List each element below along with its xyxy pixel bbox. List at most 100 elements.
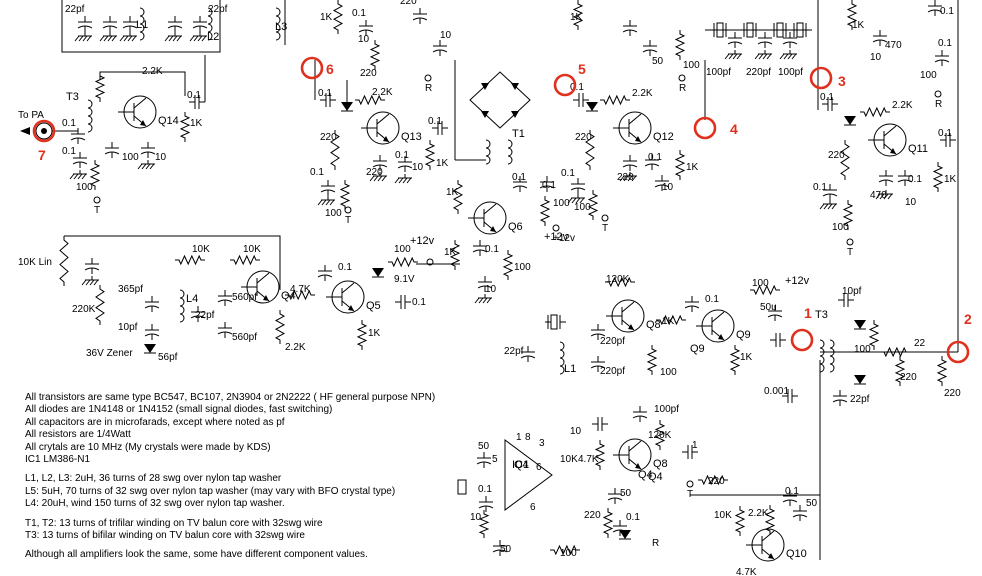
ground-symbol [831,203,837,210]
resistor-symbol [285,289,315,301]
component-label: 2.2K [748,508,769,519]
emitter-arrow [263,295,269,301]
transistor-label: Q4 [281,290,296,302]
capacitor-symbol [590,333,606,337]
emitter-arrow [348,305,354,311]
component-label: 220 [366,167,383,178]
component-label: 100 [752,278,769,289]
component-label: Q4 [648,471,663,483]
ground-symbol [474,297,480,304]
ground-symbol [402,177,408,184]
transistor-label: Q6 [508,221,523,233]
resistor-symbol [452,180,464,214]
component-label: 100 [76,182,93,193]
ground-symbol [81,279,87,286]
transistor-label: Q14 [158,115,179,127]
capacitor-symbol [477,285,493,289]
component-label: 10 [412,162,424,173]
capacitor-symbol [140,151,156,155]
transistor-symbol [473,201,507,235]
ground-symbol [145,163,151,170]
capacitor-symbol [622,29,638,33]
component-label: 100 [832,222,849,233]
resistor-symbol [330,130,340,170]
ground-symbol [164,35,170,42]
component-label: 6 [536,462,542,473]
component-label: 8 [525,432,531,443]
component-label: R [652,538,659,549]
component-label: 10K [192,244,210,255]
ground-symbol [762,53,768,60]
component-label: 0.1 [318,88,332,99]
emitter-arrow [635,136,641,142]
component-label: Q9 [690,343,705,355]
component-label: 4.7K [578,454,599,465]
component-label: 100 [920,70,937,81]
component-label: L1 [564,363,576,375]
component-label: 10 [662,182,674,193]
component-label: +12v [410,235,435,247]
capacitor-symbol [102,25,118,29]
ground-symbol [93,279,99,286]
component-label: 0.001 [764,386,789,397]
capacitor-symbol [144,305,160,309]
component-label: 50 [620,488,632,499]
terminal-symbol [934,90,942,98]
terminal-label: T [687,489,693,500]
resistor-symbol [179,112,191,142]
ground-symbol [141,163,147,170]
resistor-symbol [654,420,666,450]
component-label: 56pf [158,352,178,363]
component-label: 0.1 [938,38,952,49]
component-label: 50u [760,302,777,313]
speaker-symbol [457,479,467,495]
wire [628,440,642,452]
capacitor-symbol [217,331,233,335]
capacitor-symbol [767,314,783,318]
wire [256,272,270,284]
component-label: T3 [66,91,79,103]
resistor-symbol [388,256,418,268]
resistor-symbol [764,505,776,535]
component-label: 1K [190,118,203,129]
component-label: 1K [944,174,957,185]
capacitor-symbol [476,461,492,465]
terminal-label: R [425,83,432,94]
capacitor-symbol [757,41,773,45]
ground-symbol [754,53,760,60]
ground-symbol [887,193,893,200]
ground-symbol [783,53,789,60]
ground-symbol [119,35,125,42]
ground-symbol [168,35,174,42]
capacitor-symbol [927,9,943,13]
component-label: 220 [617,172,634,183]
capacitor-symbol [472,249,488,253]
resistor-symbol [585,130,595,170]
capacitor-symbol [358,29,374,33]
resistor-symbol [656,314,686,326]
component-label: To PA [18,110,44,121]
wire [483,203,497,215]
capacitor-symbol [372,164,388,168]
component-label: 10 [440,30,452,41]
transistor-symbol [246,270,280,304]
component-label: 365pf [118,284,143,295]
component-label: 100 [394,244,411,255]
resistor-symbol [894,356,906,386]
resistor-symbol [842,200,854,230]
crystal-symbol [776,22,784,38]
wire [376,113,390,125]
ground-symbol [791,53,797,60]
component-label: 10 [155,152,167,163]
component-label: 10K Lin [18,257,52,268]
resistor-symbol [339,180,351,210]
ground-symbol [567,197,573,204]
component-label: 0.1 [338,262,352,273]
test-point-number: 2 [964,311,972,327]
component-label: Q4 [514,459,529,471]
ground-symbol [373,175,379,182]
transistor-symbol [751,528,785,562]
component-label: 1K [444,247,457,258]
terminal-symbol [601,214,609,222]
crystal-symbol [746,22,754,38]
